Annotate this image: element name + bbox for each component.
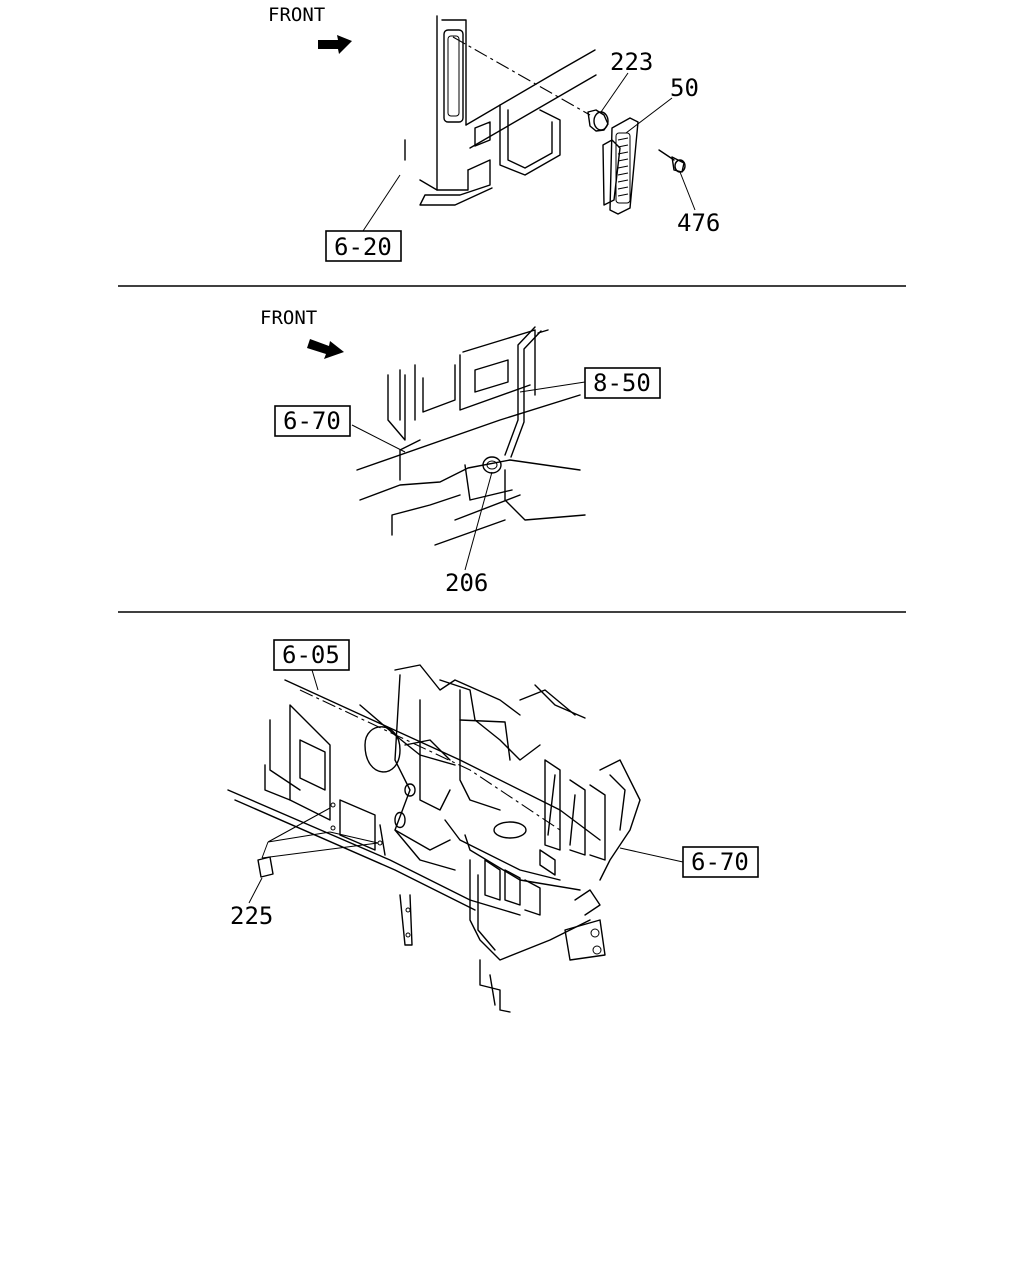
body-structure [356, 329, 586, 546]
pillar-structure [404, 15, 597, 206]
leader-6-70 [351, 424, 406, 453]
leader-6-70 [619, 847, 684, 863]
leader-6-05 [311, 669, 319, 691]
leader-206 [464, 471, 493, 571]
part-label-223: 223 [610, 48, 653, 76]
front-arrow-icon [307, 339, 344, 359]
leader-476 [679, 171, 696, 211]
leader-225 [248, 877, 263, 904]
ref-box [584, 367, 661, 399]
part-label-206: 206 [445, 569, 488, 597]
leader-dash [299, 689, 561, 831]
part-label-225: 225 [230, 902, 273, 930]
leader-50 [625, 97, 673, 134]
ref-label-6-70: 6-70 [691, 848, 749, 876]
leader-223 [600, 72, 629, 113]
ref-label-6-05: 6-05 [282, 641, 340, 669]
front-label: FRONT [260, 307, 317, 329]
clip-223 [587, 109, 609, 132]
front-arrow-icon [318, 35, 352, 54]
leader-dash [452, 36, 591, 116]
screw-476 [658, 149, 686, 173]
pad-225 [257, 807, 379, 878]
leader-8-50 [519, 381, 586, 393]
ref-box [274, 405, 351, 437]
grille-50 [602, 117, 639, 215]
panel-3: 6-05 6-70 225 [227, 639, 759, 1013]
leader-6-20 [362, 174, 401, 232]
ref-label-6-70: 6-70 [283, 407, 341, 435]
ref-label-6-20: 6-20 [334, 233, 392, 261]
part-label-50: 50 [670, 74, 699, 102]
ref-box [682, 846, 759, 878]
ref-box [273, 639, 350, 671]
harness-cable [359, 704, 456, 766]
part-label-476: 476 [677, 209, 720, 237]
cable-8-50 [482, 326, 542, 474]
ref-box [325, 230, 402, 262]
panel-1: FRONT [268, 4, 720, 262]
panel-2: FRONT [260, 307, 661, 597]
front-label: FRONT [268, 4, 325, 26]
ref-label-8-50: 8-50 [593, 369, 651, 397]
cab-structure [227, 664, 641, 1013]
